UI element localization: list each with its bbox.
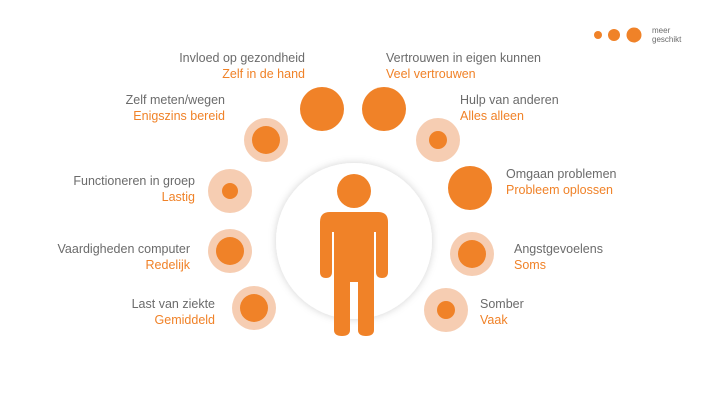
label-last-van-ziekte: Last van ziekte Gemiddeld (132, 296, 215, 328)
item-name: Angstgevoelens (514, 242, 603, 256)
indicator-angstgevoelens (450, 232, 494, 276)
item-name: Invloed op gezondheid (179, 51, 305, 65)
item-name: Vaardigheden computer (57, 242, 191, 256)
legend-text-line1: meer (652, 26, 671, 35)
indicator-functioneren-in-groep (208, 169, 252, 213)
item-name: Vertrouwen in eigen kunnen (386, 51, 541, 65)
indicator-dot (429, 131, 447, 149)
indicator-omgaan-problemen (448, 166, 492, 210)
item-name: Last van ziekte (131, 297, 215, 311)
legend-dot-large (626, 27, 642, 43)
item-value: Veel vertrouwen (386, 67, 476, 81)
indicator-dot (362, 87, 406, 131)
item-value: Lastig (161, 190, 195, 204)
item-value: Soms (514, 258, 546, 272)
item-name: Omgaan problemen (506, 167, 617, 181)
item-value: Enigszins bereid (133, 109, 225, 123)
indicator-dot (458, 240, 486, 268)
indicator-vaardigheden-computer (208, 229, 252, 273)
item-value: Alles alleen (460, 109, 524, 123)
indicator-dot (437, 301, 455, 319)
item-value: Zelf in de hand (222, 67, 305, 81)
indicator-somber (424, 288, 468, 332)
indicator-dot (252, 126, 280, 154)
indicator-hulp-van-anderen (416, 118, 460, 162)
item-name: Functioneren in groep (73, 174, 195, 188)
item-name: Zelf meten/wegen (125, 93, 225, 107)
indicator-vertrouwen-in-eigen-kunnen (362, 87, 406, 131)
item-name: Somber (480, 297, 524, 311)
label-functioneren-in-groep: Functioneren in groep Lastig (73, 173, 195, 205)
indicator-dot (240, 294, 268, 322)
item-value: Redelijk (145, 258, 190, 272)
item-name: Hulp van anderen (460, 93, 559, 107)
label-omgaan-problemen: Omgaan problemen Probleem oplossen (506, 166, 616, 198)
indicator-zelf-meten-wegen (244, 118, 288, 162)
indicator-invloed-op-gezondheid (300, 87, 344, 131)
indicator-last-van-ziekte (232, 286, 276, 330)
indicator-dot (448, 166, 492, 210)
item-value: Probleem oplossen (506, 183, 614, 197)
label-invloed-op-gezondheid: Invloed op gezondheid Zelf in de hand (179, 50, 305, 82)
legend-dot-small (594, 31, 602, 39)
legend-dots (594, 27, 642, 43)
label-vertrouwen-in-eigen-kunnen: Vertrouwen in eigen kunnen Veel vertrouw… (386, 50, 541, 82)
item-value: Vaak (480, 313, 508, 327)
label-angstgevoelens: Angstgevoelens Soms (514, 241, 603, 273)
item-value: Gemiddeld (154, 313, 215, 327)
legend-text-line2: geschikt (652, 35, 682, 44)
indicator-dot (216, 237, 244, 265)
label-zelf-meten-wegen: Zelf meten/wegen Enigszins bereid (126, 92, 225, 124)
indicator-dot (300, 87, 344, 131)
label-hulp-van-anderen: Hulp van anderen Alles alleen (460, 92, 559, 124)
legend-text: meer geschikt (652, 26, 681, 44)
label-somber: Somber Vaak (480, 296, 524, 328)
person-icon (320, 174, 388, 336)
legend-dot-medium (608, 29, 620, 41)
legend: meer geschikt (594, 24, 704, 48)
indicator-dot (222, 183, 238, 199)
label-vaardigheden-computer: Vaardigheden computer Redelijk (58, 241, 191, 273)
